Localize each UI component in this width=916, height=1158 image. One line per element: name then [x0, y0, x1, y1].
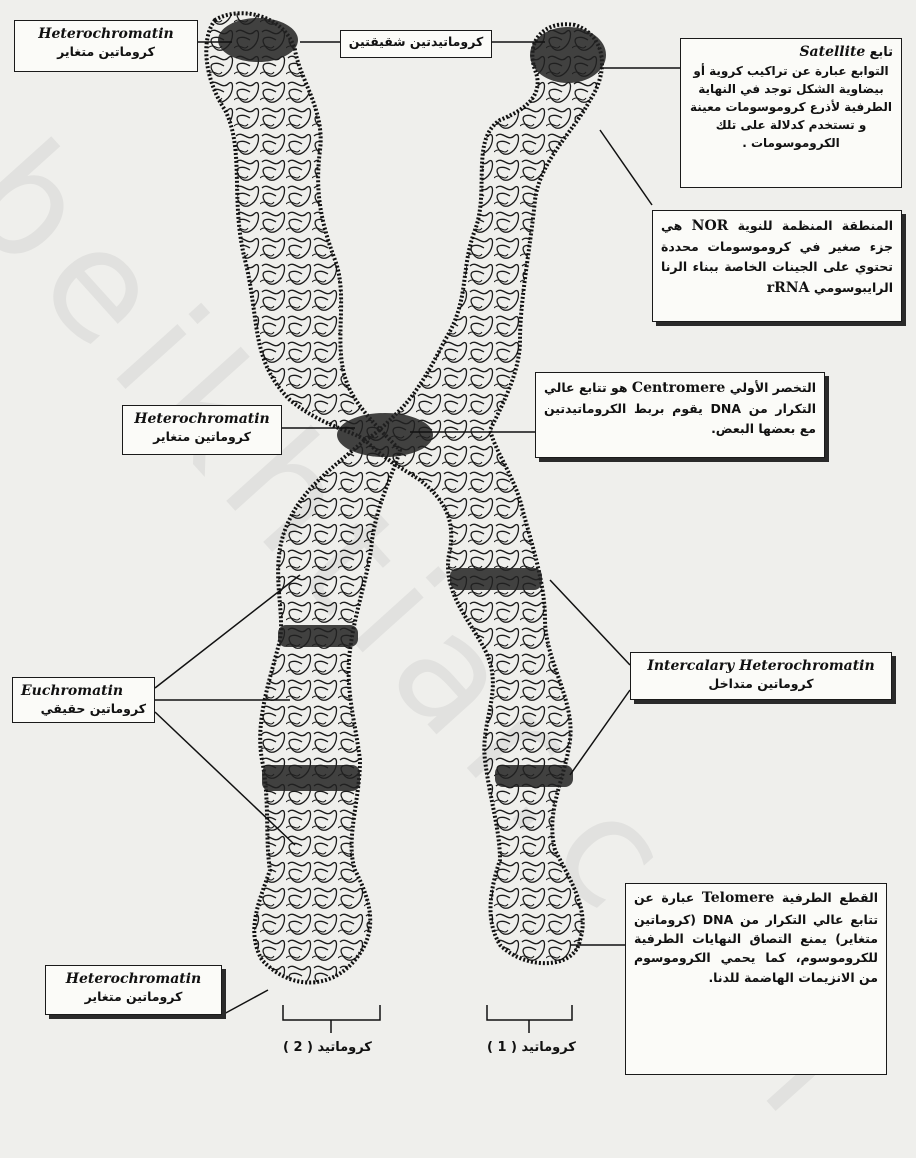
heterochromatin-top-en: Heterochromatin: [23, 25, 189, 44]
chromatid-2-label: كروماتيد ( 2 ): [283, 1040, 372, 1055]
centromere-label: التخصر الأولي Centromere هو تتابع عالي ا…: [535, 372, 825, 458]
nor-en: NOR: [692, 218, 729, 234]
intercalary-heterochromatin-label: Intercalary Heterochromatin كروماتين متد…: [630, 652, 892, 700]
heterochromatin-top-ar: كروماتين متغاير: [23, 44, 189, 61]
chromatid-1-label: كروماتيد ( 1 ): [487, 1040, 576, 1055]
euchromatin-en: Euchromatin: [21, 682, 146, 701]
satellite-ar-title: تابع: [869, 45, 893, 60]
diagram-canvas: beikhtiar.com: [0, 0, 916, 1092]
intercalary-ar: كروماتين متداخل: [639, 676, 883, 693]
telomere-en: Telomere: [702, 890, 774, 906]
chromatid-2-shape: [206, 13, 400, 982]
nor-ar-title: المنطقة المنظمة للنوية: [738, 218, 893, 233]
sister-chromatids-ar: كروماتيدتين شقيقتين: [347, 34, 485, 51]
euchromatin-label: Euchromatin كروماتين حقيقي: [12, 677, 155, 723]
centromere-ar-title: التخصر الأولي: [730, 380, 816, 395]
centromere-en: Centromere: [632, 380, 725, 396]
heterochromatin-top-label: Heterochromatin كروماتين متغاير: [14, 20, 198, 72]
chromatid-1-shape: [365, 24, 602, 963]
heterochromatin-mid-ar: كروماتين متغاير: [131, 429, 273, 446]
satellite-en: Satellite: [799, 44, 865, 60]
nor-label: المنطقة المنظمة للنوية NOR هي جزء صغير ف…: [652, 210, 902, 322]
euchromatin-ar: كروماتين حقيقي: [21, 701, 146, 718]
intercalary-en: Intercalary Heterochromatin: [639, 657, 883, 676]
satellite-label: تابع Satellite التوابع عبارة عن تراكيب ك…: [680, 38, 902, 188]
nor-en-tail: rRNA: [767, 280, 810, 296]
sister-chromatids-label: كروماتيدتين شقيقتين: [340, 30, 492, 58]
heterochromatin-bottom-ar: كروماتين متغاير: [54, 989, 213, 1006]
heterochromatin-mid-en: Heterochromatin: [131, 410, 273, 429]
telomere-ar-title: القطع الطرفية: [782, 890, 878, 905]
callout-lines: [155, 42, 680, 1033]
telomere-label: القطع الطرفية Telomere عبارة عن تتابع عا…: [625, 883, 887, 1075]
heterochromatin-mid-label: Heterochromatin كروماتين متغاير: [122, 405, 282, 455]
satellite-body: التوابع عبارة عن تراكيب كروية أو بيضاوية…: [689, 62, 893, 152]
heterochromatin-bottom-en: Heterochromatin: [54, 970, 213, 989]
heterochromatin-bottom-label: Heterochromatin كروماتين متغاير: [45, 965, 222, 1015]
